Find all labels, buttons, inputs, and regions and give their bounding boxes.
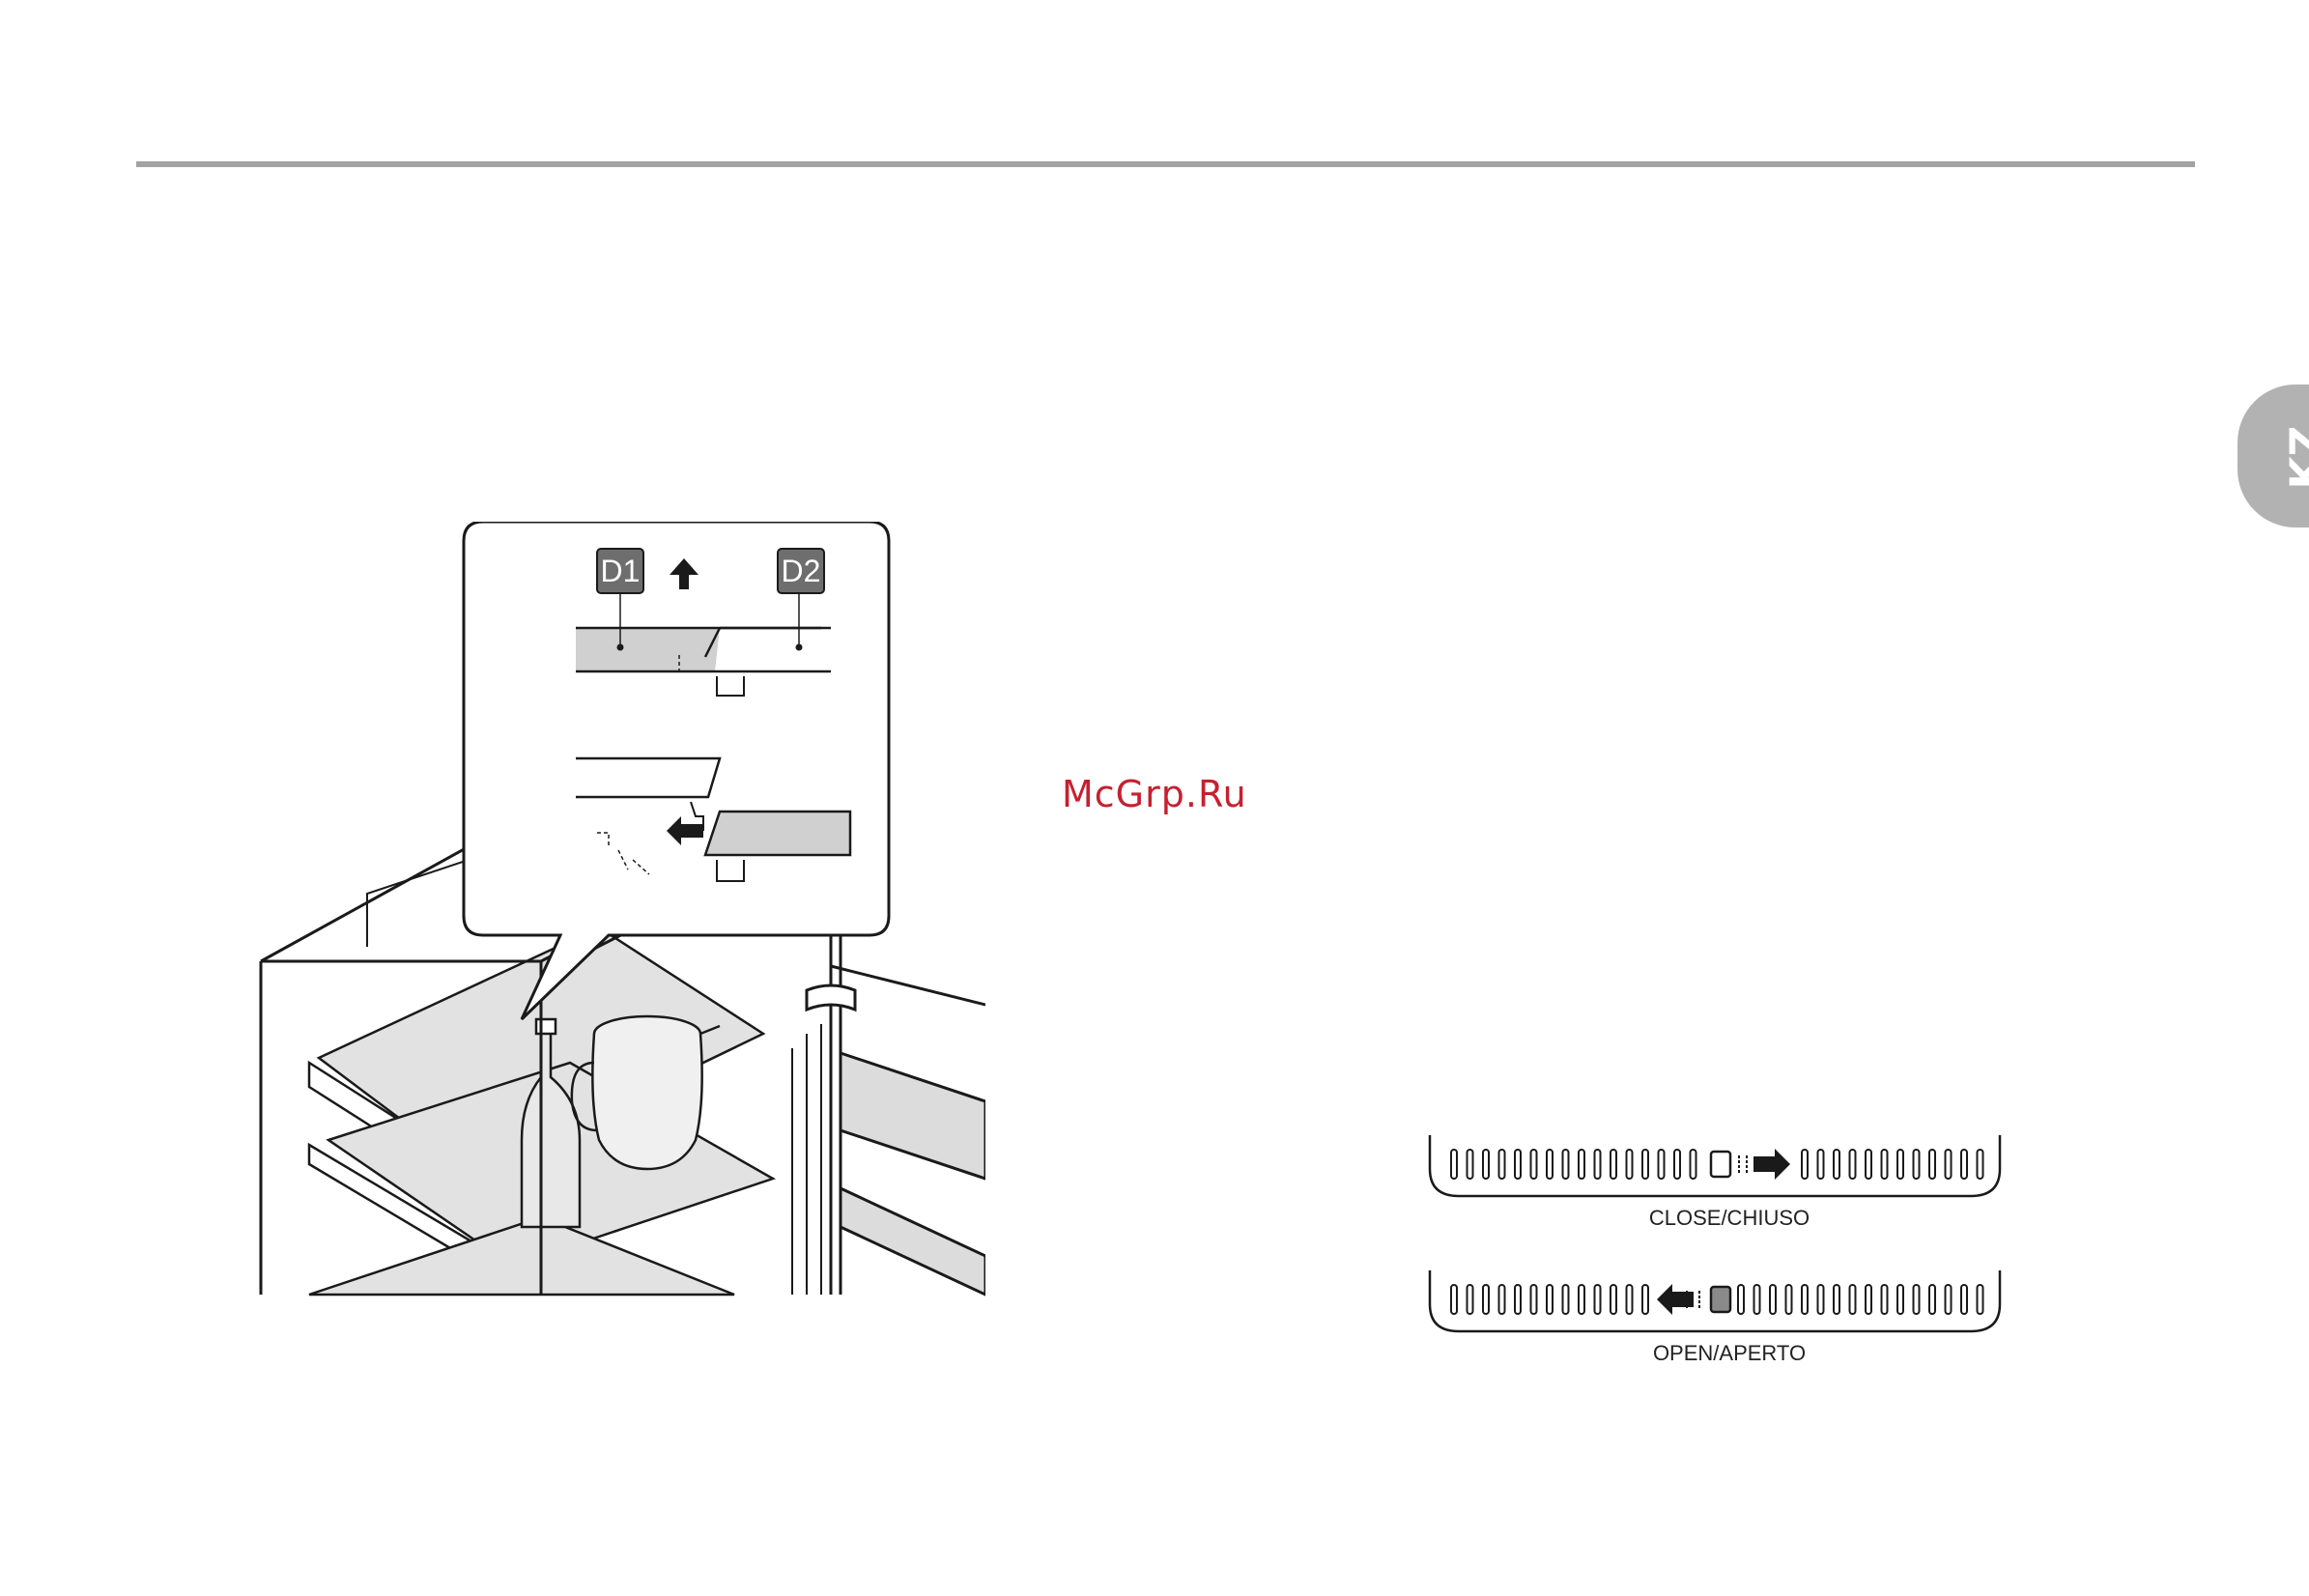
vent-slot [1451, 1285, 1457, 1314]
vent-slot [1515, 1150, 1521, 1179]
vent-slot [1642, 1285, 1648, 1314]
vent-slot [1914, 1285, 1920, 1314]
watermark: McGrp.Ru [1062, 773, 1247, 815]
vent-slot [1468, 1150, 1473, 1179]
vent-slot [1961, 1150, 1967, 1179]
vent-slot [1818, 1285, 1824, 1314]
vent-slot [1882, 1285, 1888, 1314]
vent-slot [1595, 1285, 1601, 1314]
vent-slot [1834, 1285, 1839, 1314]
vent-slot [1946, 1150, 1952, 1179]
vent-slot [1770, 1285, 1776, 1314]
vent-slot [1978, 1150, 1983, 1179]
vent-slot [1818, 1150, 1824, 1179]
vent-slot [1627, 1285, 1633, 1314]
vent-slot [1897, 1150, 1903, 1179]
vent-slot [1547, 1150, 1553, 1179]
vent-slot [1786, 1285, 1792, 1314]
vent-slot [1531, 1285, 1537, 1314]
vent-slot [1595, 1150, 1601, 1179]
language-tab: KZ [2238, 385, 2309, 527]
vent-slot [1882, 1150, 1888, 1179]
vent-slot [1468, 1285, 1473, 1314]
language-tab-label: KZ [2282, 424, 2309, 492]
vent-slot [1659, 1150, 1665, 1179]
vent-slot [1563, 1285, 1569, 1314]
vent-slider-closed [1425, 1130, 2005, 1200]
vent-slot [1547, 1285, 1553, 1314]
vent-slot [1929, 1150, 1935, 1179]
vent-slot [1611, 1285, 1616, 1314]
vent-slot [1738, 1285, 1744, 1314]
label-d1: D1 [596, 548, 644, 594]
vent-slot [1579, 1150, 1584, 1179]
vent-slot [1802, 1150, 1808, 1179]
vent-slot [1834, 1150, 1839, 1179]
vent-slot [1515, 1285, 1521, 1314]
label-d2: D2 [777, 548, 825, 594]
open-caption: OPEN/APERTO [1584, 1341, 1874, 1366]
vent-slot [1691, 1150, 1696, 1179]
vent-slot [1499, 1285, 1505, 1314]
vent-slot [1914, 1150, 1920, 1179]
vent-slot [1850, 1285, 1856, 1314]
vent-slot [1850, 1150, 1856, 1179]
vent-slot [1866, 1150, 1871, 1179]
vent-slot [1897, 1285, 1903, 1314]
vent-slider-open [1425, 1266, 2005, 1335]
vent-slot [1451, 1150, 1457, 1179]
vent-slot [1802, 1285, 1808, 1314]
close-caption: CLOSE/CHIUSO [1584, 1206, 1874, 1231]
label-d1-text: D1 [601, 554, 641, 588]
vent-slot [1754, 1285, 1760, 1314]
label-d2-text: D2 [782, 554, 821, 588]
vent-slot [1929, 1285, 1935, 1314]
header-rule [136, 161, 2195, 167]
vent-slot [1946, 1285, 1952, 1314]
vent-slot [1627, 1150, 1633, 1179]
vent-slot [1674, 1150, 1680, 1179]
vent-slot [1866, 1285, 1871, 1314]
vent-slot [1579, 1285, 1584, 1314]
vent-slot [1611, 1150, 1616, 1179]
vent-slot [1483, 1285, 1489, 1314]
vent-slot [1642, 1150, 1648, 1179]
vent-slot [1531, 1150, 1537, 1179]
vent-slot [1563, 1150, 1569, 1179]
vent-slot [1961, 1285, 1967, 1314]
vent-slot [1499, 1150, 1505, 1179]
shelf-callout-detail [570, 541, 889, 908]
vent-slot [1978, 1285, 1983, 1314]
vent-slot [1483, 1150, 1489, 1179]
